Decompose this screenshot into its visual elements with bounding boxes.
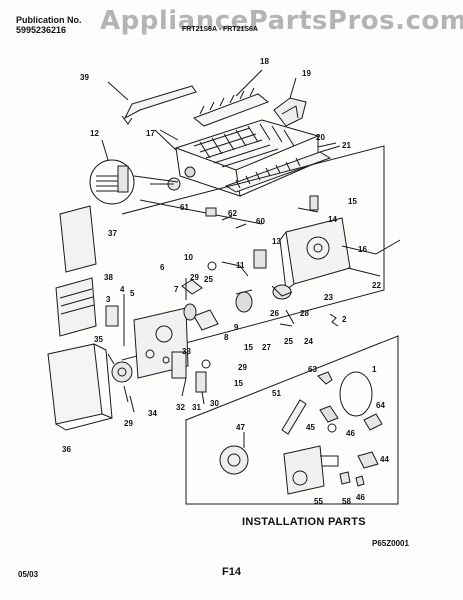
- callout-16: 16: [358, 245, 367, 254]
- callout-25-upper: 25: [204, 275, 213, 284]
- callout-20: 20: [316, 133, 325, 142]
- callout-32: 32: [176, 403, 185, 412]
- callout-31: 31: [192, 403, 201, 412]
- callout-60: 60: [256, 217, 265, 226]
- part-gear-train: [181, 249, 339, 331]
- callout-5: 5: [130, 289, 135, 298]
- callout-55: 55: [314, 497, 323, 506]
- callout-4: 4: [120, 285, 125, 294]
- callout-12: 12: [90, 129, 99, 138]
- callout-46-lower: 46: [356, 493, 365, 502]
- callout-39: 39: [80, 73, 89, 82]
- part-front-cover: [47, 343, 113, 431]
- publication-number: 5995236216: [16, 25, 67, 35]
- callout-8: 8: [224, 333, 229, 342]
- callout-62: 62: [228, 209, 237, 218]
- callout-37: 37: [108, 229, 117, 238]
- callout-3: 3: [106, 295, 111, 304]
- callout-27: 27: [262, 343, 271, 352]
- part-bracket-19: [273, 77, 307, 127]
- installation-parts-box: [185, 335, 399, 505]
- part-drive-gear: [107, 353, 133, 383]
- installation-parts: [219, 371, 383, 495]
- callout-44: 44: [380, 455, 389, 464]
- part-control-housing: [279, 195, 401, 291]
- callout-22: 22: [372, 281, 381, 290]
- callout-15-upper: 15: [348, 197, 357, 206]
- part-instruction-sheets: [55, 205, 97, 337]
- callout-26: 26: [270, 309, 279, 318]
- callout-36: 36: [62, 445, 71, 454]
- callout-1: 1: [372, 365, 377, 374]
- callout-58: 58: [342, 497, 351, 506]
- callout-14: 14: [328, 215, 337, 224]
- callout-33: 33: [182, 347, 191, 356]
- model-line: FRT21S6A - FRT21S6A: [182, 26, 258, 33]
- part-small-hardware: [205, 207, 247, 229]
- part-contact-plates: [171, 351, 211, 405]
- part-wire-harness: [89, 139, 179, 205]
- callout-29-lower: 29: [124, 419, 133, 428]
- callout-46-upper: 46: [346, 429, 355, 438]
- callout-47: 47: [236, 423, 245, 432]
- callout-30: 30: [210, 399, 219, 408]
- callout-45: 45: [306, 423, 315, 432]
- callout-15-mid: 15: [244, 343, 253, 352]
- callout-25-lower: 25: [284, 337, 293, 346]
- part-screws-28-34: [123, 385, 135, 413]
- callout-29-upper: 29: [190, 273, 199, 282]
- callout-21: 21: [342, 141, 351, 150]
- callout-2: 2: [342, 315, 347, 324]
- callout-13: 13: [272, 237, 281, 246]
- callout-9: 9: [234, 323, 239, 332]
- revision-date: 05/03: [18, 570, 39, 579]
- callout-51: 51: [272, 389, 281, 398]
- callout-28: 28: [300, 309, 309, 318]
- part-ejector-comb: [193, 69, 269, 127]
- callout-64: 64: [376, 401, 385, 410]
- callout-6: 6: [160, 263, 165, 272]
- callout-24: 24: [304, 337, 313, 346]
- callout-11: 11: [236, 261, 245, 270]
- callout-29-mid: 29: [238, 363, 247, 372]
- callout-10: 10: [184, 253, 193, 262]
- callout-17: 17: [146, 129, 155, 138]
- callout-18: 18: [260, 57, 269, 66]
- page-number: F14: [222, 566, 241, 578]
- part-bail-arm: [107, 81, 197, 125]
- installation-parts-caption: INSTALLATION PARTS: [242, 516, 366, 528]
- callout-61: 61: [180, 203, 189, 212]
- callout-23: 23: [324, 293, 333, 302]
- callout-34: 34: [148, 409, 157, 418]
- callout-7: 7: [174, 285, 179, 294]
- publication-label: Publication No.: [16, 15, 82, 25]
- callout-38: 38: [104, 273, 113, 282]
- callout-63: 63: [308, 365, 317, 374]
- callout-19: 19: [302, 69, 311, 78]
- callout-35: 35: [94, 335, 103, 344]
- drawing-code: P65Z0001: [372, 539, 409, 548]
- watermark: AppliancePartsPros.com: [100, 6, 463, 36]
- part-ice-mold: [150, 119, 320, 197]
- callout-15-lower: 15: [234, 379, 243, 388]
